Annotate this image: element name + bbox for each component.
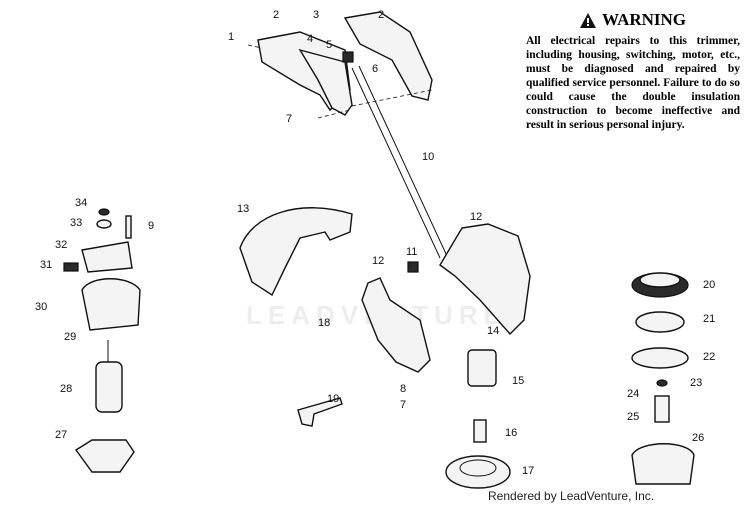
callout-2a: 2 xyxy=(273,9,279,21)
callout-12b: 12 xyxy=(372,255,384,267)
warning-box: WARNING All electrical repairs to this t… xyxy=(526,10,740,132)
motor-assembly xyxy=(63,208,141,473)
callout-22: 22 xyxy=(703,351,715,363)
callout-26: 26 xyxy=(692,432,704,444)
callout-15: 15 xyxy=(512,375,524,387)
callout-6: 6 xyxy=(372,63,378,75)
callout-5: 5 xyxy=(326,39,332,51)
warning-heading: WARNING xyxy=(526,10,740,30)
callout-7b: 7 xyxy=(400,399,406,411)
callout-34: 34 xyxy=(75,197,87,209)
lower-housing-left xyxy=(361,277,431,373)
callout-30: 30 xyxy=(35,301,47,313)
callout-11: 11 xyxy=(406,246,417,258)
callout-17: 17 xyxy=(522,465,534,477)
callout-19: 19 xyxy=(327,393,339,405)
callout-31: 31 xyxy=(40,259,52,271)
spool xyxy=(445,455,511,489)
callout-29: 29 xyxy=(64,331,76,343)
warning-title: WARNING xyxy=(601,10,687,29)
shaft xyxy=(351,65,448,259)
callout-24: 24 xyxy=(627,388,639,400)
bracket xyxy=(297,397,343,427)
callout-20: 20 xyxy=(703,279,715,291)
warning-triangle-icon xyxy=(579,12,596,28)
callout-25: 25 xyxy=(627,411,639,423)
spool-stack xyxy=(631,272,695,485)
callout-27: 27 xyxy=(55,429,67,441)
callout-32: 32 xyxy=(55,239,67,251)
callout-18: 18 xyxy=(318,317,330,329)
callout-4: 4 xyxy=(307,33,313,45)
spring-16 xyxy=(473,419,487,443)
callout-3: 3 xyxy=(313,9,319,21)
callout-1: 1 xyxy=(228,31,234,43)
callout-7a: 7 xyxy=(286,113,292,125)
callout-9: 9 xyxy=(148,220,154,232)
callout-28: 28 xyxy=(60,383,72,395)
callout-21: 21 xyxy=(703,313,715,325)
credit-text: Rendered by LeadVenture, Inc. xyxy=(488,489,655,503)
callout-10: 10 xyxy=(422,151,434,163)
warning-text: All electrical repairs to this trimmer, … xyxy=(526,35,740,131)
callout-2b: 2 xyxy=(378,9,384,21)
guard xyxy=(239,207,353,297)
callout-8: 8 xyxy=(400,383,406,395)
handle-assembly xyxy=(247,11,433,119)
callout-14: 14 xyxy=(487,325,499,337)
callout-12a: 12 xyxy=(470,211,482,223)
lower-housing-right xyxy=(439,223,531,336)
callout-23: 23 xyxy=(690,377,702,389)
motor-small xyxy=(467,349,497,387)
callout-33: 33 xyxy=(70,217,82,229)
part-11 xyxy=(407,261,419,273)
callout-16: 16 xyxy=(505,427,517,439)
callout-13: 13 xyxy=(237,203,249,215)
